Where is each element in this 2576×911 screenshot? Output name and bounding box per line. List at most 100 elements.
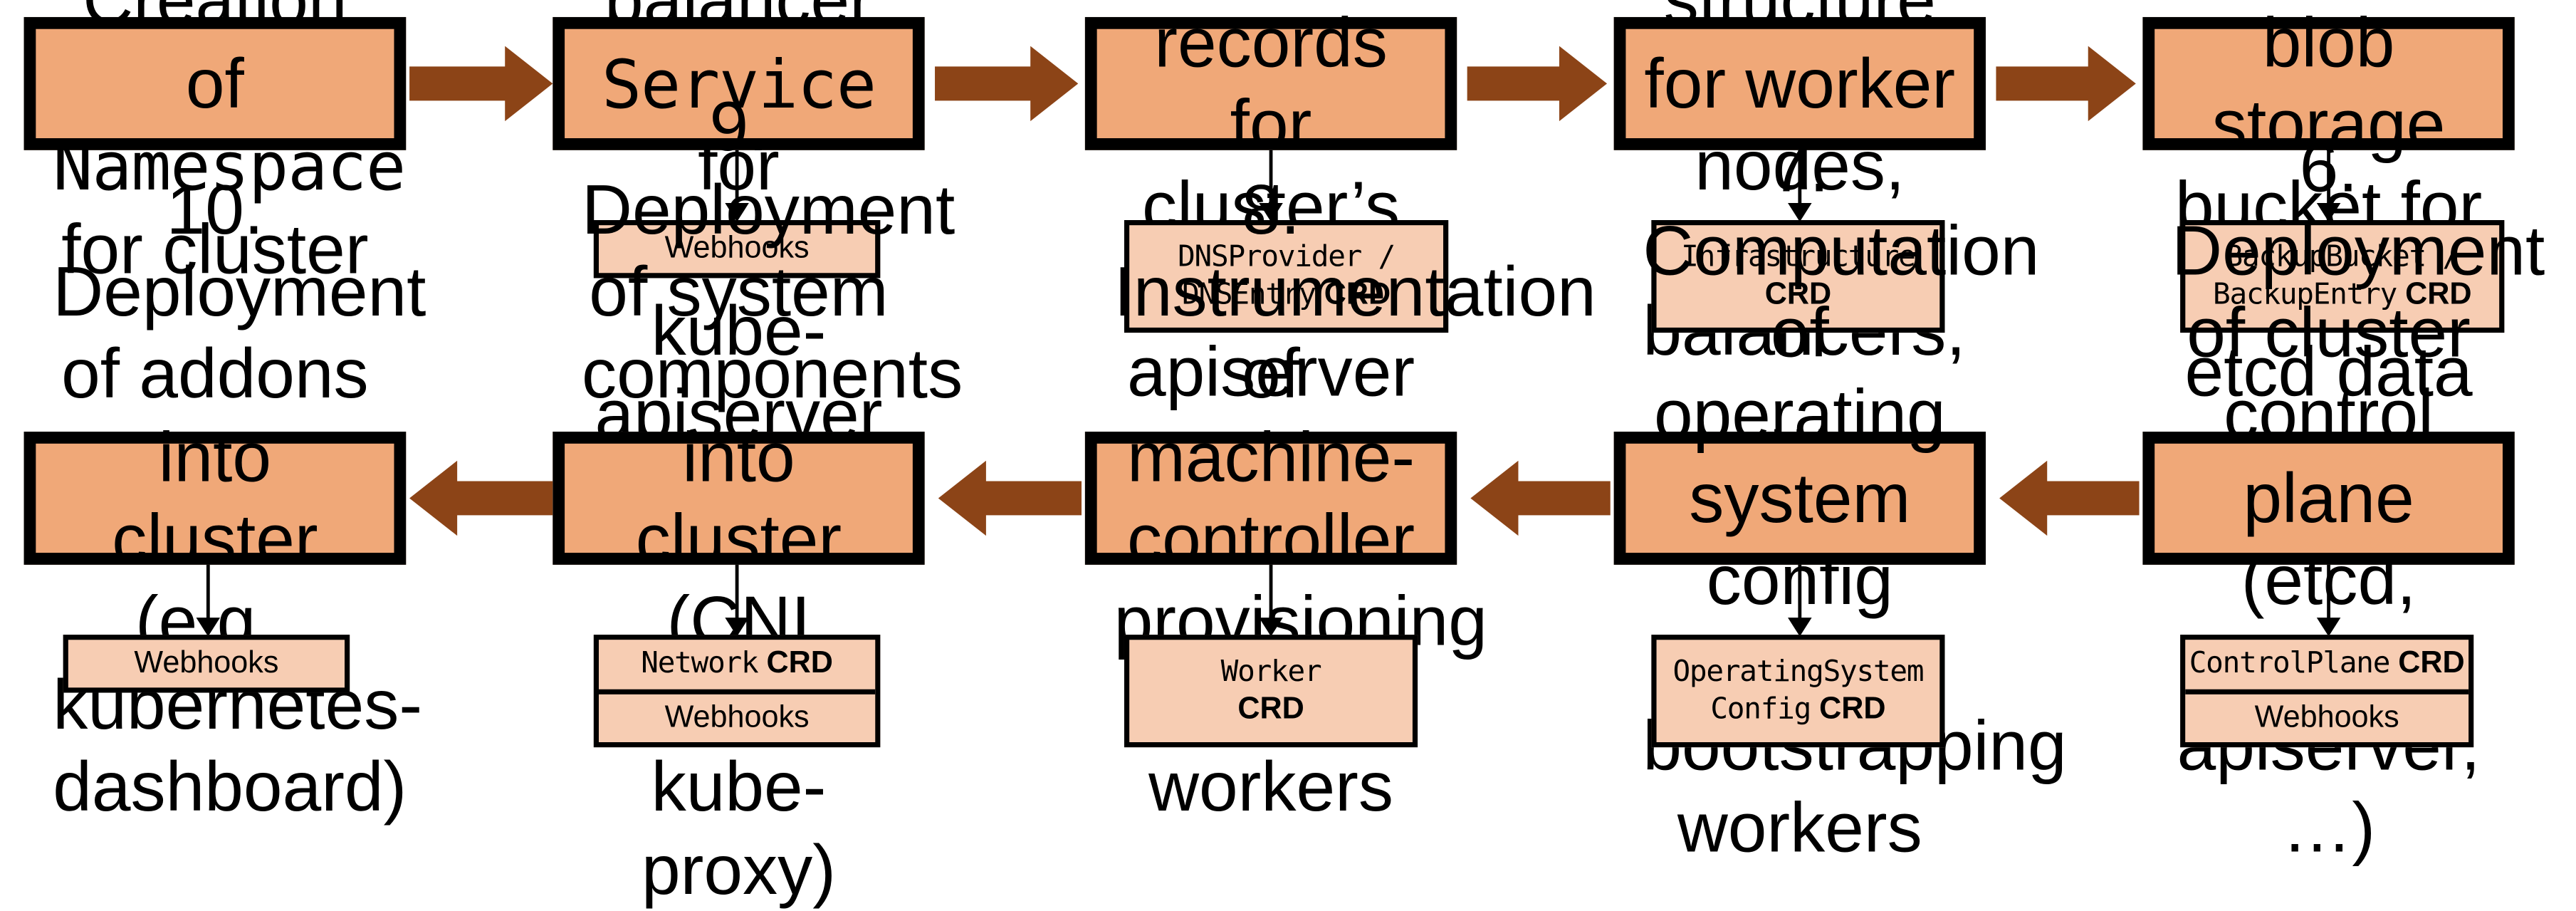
text-run: CRD: [758, 645, 833, 680]
text-run: balancer: [604, 0, 873, 40]
text-run: Infrastructure: [1681, 241, 1916, 276]
artifact-2-text: Webhooks: [665, 231, 810, 268]
artifact-box-backupbucket-crd[interactable]: BackupBucket /BackupEntry CRD: [2180, 220, 2505, 333]
text-line: Webhooks: [2255, 699, 2399, 736]
connector-line-step-9: [735, 564, 739, 627]
text-run: Worker: [1220, 655, 1322, 690]
connector-arrowhead-step-6: [2316, 618, 2341, 637]
text-run: BackupEntry: [2212, 278, 2397, 313]
text-run: 1. Creation of: [83, 0, 347, 123]
text-run: Webhooks: [664, 699, 810, 734]
text-run: OperatingSystem: [1672, 655, 1924, 690]
connector-arrowhead-step-9: [725, 618, 749, 637]
artifact-10-text: Webhooks: [134, 645, 278, 682]
artifact-box-webhooks-2[interactable]: Webhooks: [593, 220, 881, 278]
flow-arrow-4-to-5: [1996, 46, 2136, 122]
artifact-6-cell-0-text: ControlPlane CRD: [2189, 646, 2465, 683]
connector-arrowhead-step-7: [1788, 618, 1812, 637]
connector-arrowhead-step-10: [196, 618, 221, 637]
text-line: BackupEntry CRD: [2213, 276, 2472, 313]
text-line: DNSEntry CRD: [1178, 276, 1395, 313]
artifact-box-dns-crd[interactable]: DNSProvider /DNSEntry CRD: [1124, 220, 1449, 333]
text-line: ControlPlane CRD: [2189, 646, 2465, 683]
step-box-3[interactable]: 3. Creation of DNSrecords for cluster’sk…: [1084, 3, 1457, 412]
artifact-network-crd-cell[interactable]: Network CRD: [599, 640, 876, 694]
text-line: into cluster (e.g.,: [53, 416, 377, 664]
text-run: into cluster (e.g.,: [112, 417, 318, 661]
text-run: ControlPlane: [2189, 647, 2391, 682]
text-line: 5. Preparation of backup: [2172, 0, 2486, 1]
text-run: Webhooks: [134, 645, 279, 680]
connector-line-step-3: [1269, 150, 1273, 212]
artifact-network-webhooks-cell[interactable]: Webhooks: [599, 693, 876, 742]
flow-arrow-3-to-4: [1467, 46, 1608, 122]
text-run: CRD: [2397, 276, 2472, 311]
text-run: CRD: [1764, 276, 1832, 311]
text-line: components into cluster: [582, 333, 963, 581]
text-line: OperatingSystem: [1672, 654, 1924, 691]
flow-arrow-7-to-8: [1470, 460, 1611, 536]
flow-arrow-8-to-9: [938, 460, 1082, 536]
text-run: 6. Deployment of cluster: [2172, 128, 2545, 373]
artifact-6-cell-1-text: Webhooks: [2255, 699, 2399, 736]
text-line: 6. Deployment of cluster: [2172, 127, 2545, 375]
artifact-box-network-stack[interactable]: Network CRD Webhooks: [593, 635, 881, 748]
text-line: structure for worker: [1643, 0, 1957, 125]
text-run: DNSEntry: [1181, 278, 1316, 313]
text-line: DNSProvider /: [1178, 239, 1396, 276]
step-box-2[interactable]: 2. Creation of loadbalancer Service forc…: [553, 0, 925, 453]
text-line: 1. Creation of: [53, 0, 377, 125]
connector-arrowhead-step-2: [725, 203, 749, 222]
connector-arrowhead-step-4: [1788, 203, 1812, 222]
artifact-box-webhooks-10[interactable]: Webhooks: [63, 635, 350, 693]
flow-arrow-5-to-6-elbow: [2521, 48, 2576, 509]
connector-line-step-2: [735, 150, 739, 212]
text-run: 8. Instrumentation of: [1114, 170, 1596, 414]
text-run: structure for worker: [1644, 0, 1956, 123]
text-line: Webhooks: [665, 231, 810, 268]
text-run: Webhooks: [664, 230, 810, 265]
text-line: balancer Service for: [582, 0, 896, 208]
text-line: 10. Deployment of addons: [53, 168, 426, 416]
text-line: 9. Deployment of system: [582, 85, 955, 333]
text-run: CRD: [1315, 276, 1391, 311]
artifact-controlplane-webhooks-cell[interactable]: Webhooks: [2185, 693, 2469, 742]
text-run: CRD: [1811, 691, 1886, 726]
text-line: Webhooks: [665, 699, 810, 736]
text-run: 10. Deployment of addons: [53, 170, 426, 414]
text-line: Network CRD: [641, 646, 833, 683]
text-run: Namespace: [53, 129, 406, 207]
connector-line-step-8: [1269, 564, 1273, 627]
text-run: 7. Computation of: [1643, 128, 2040, 373]
text-line: BackupBucket /: [2213, 239, 2472, 276]
text-run: machine-controller: [1127, 417, 1415, 579]
text-run: BackupBucket /: [2225, 241, 2461, 276]
text-run: Config: [1710, 692, 1811, 727]
connector-line-step-7: [1798, 564, 1802, 627]
text-line: Webhooks: [134, 645, 278, 682]
flow-arrow-2-to-3: [935, 46, 1079, 122]
text-run: Network: [641, 647, 758, 682]
artifact-box-controlplane-stack[interactable]: ControlPlane CRD Webhooks: [2180, 635, 2474, 748]
artifact-controlplane-crd-cell[interactable]: ControlPlane CRD: [2185, 640, 2469, 694]
text-run: Service: [602, 46, 876, 124]
connector-arrowhead-step-5: [2316, 203, 2341, 222]
text-line: machine-controller: [1114, 416, 1428, 581]
text-run: Webhooks: [2254, 699, 2399, 734]
text-line: 8. Instrumentation of: [1114, 168, 1596, 416]
artifact-5-text: BackupBucket /BackupEntry CRD: [2213, 239, 2472, 313]
